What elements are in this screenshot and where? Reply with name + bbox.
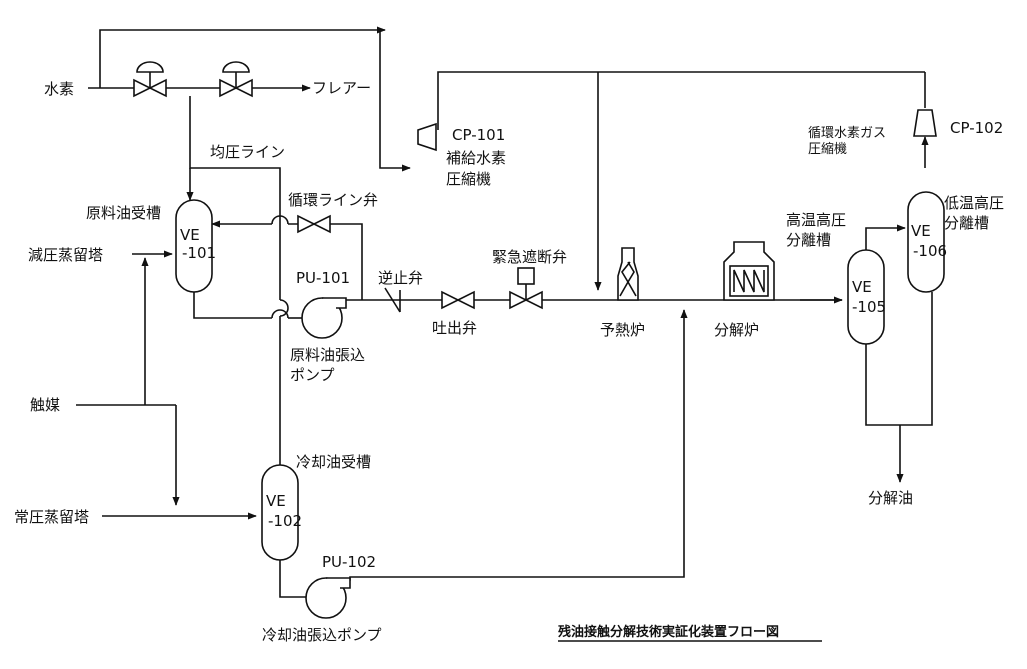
ve101-name-label: 原料油受槽 (86, 204, 161, 222)
recycle-line-right (288, 223, 363, 300)
ve105-name-label-2: 分離槽 (786, 231, 831, 249)
hydrogen-bypass-line (99, 26, 386, 88)
cp101-name-label-2: 圧縮機 (446, 170, 491, 188)
ve102-tag-2: -102 (268, 512, 302, 530)
recycle-valve[interactable] (297, 214, 331, 234)
ve105-overhead-line (865, 224, 906, 250)
diagram-title: 残油接触分解技術実証化装置フロー図 (558, 624, 779, 640)
control-valve-1[interactable] (133, 61, 167, 98)
vessel-ve105 (847, 249, 885, 345)
pu101-tag-label: PU-101 (296, 269, 350, 287)
pu101-name-label-2: ポンプ (290, 366, 335, 384)
pu102-tag-label: PU-102 (322, 553, 376, 571)
ve106-name-label-1: 低温高圧 (944, 194, 1004, 212)
ve102-tag-1: VE (266, 492, 286, 510)
pump-pu102 (305, 577, 351, 619)
ve105-name-label-1: 高温高圧 (786, 211, 846, 229)
vessel-ve106 (907, 191, 945, 293)
cp101-name-label-1: 補給水素 (446, 149, 506, 167)
vacuum-tower-label: 減圧蒸留塔 (28, 246, 103, 264)
cp101-suction-line (379, 30, 411, 172)
control-valve-2[interactable] (219, 61, 253, 98)
check-valve-label: 逆止弁 (378, 269, 423, 287)
ve101-bottom-line (193, 292, 272, 319)
vessel-ve102 (261, 464, 299, 561)
recycle-valve-label: 循環ライン弁 (288, 191, 378, 209)
vessel-ve101 (175, 199, 213, 293)
cracker-label: 分解炉 (714, 321, 759, 339)
ve106-tag-2: -106 (913, 242, 947, 260)
ve106-tag-1: VE (911, 222, 931, 240)
preheater-label: 予熱炉 (600, 321, 645, 339)
line-jump-2 (271, 309, 289, 319)
emergency-valve-label: 緊急遮断弁 (492, 248, 567, 266)
cp102-name-label-1: 循環水素ガス (808, 126, 886, 141)
ve106-name-label-2: 分離槽 (944, 214, 989, 232)
check-valve[interactable] (384, 287, 401, 313)
cracked-oil-label: 分解油 (868, 489, 913, 507)
cracker-furnace (723, 241, 775, 301)
quench-oil-line (330, 309, 688, 581)
ve105-tag-2: -105 (852, 298, 886, 316)
preheater-furnace (617, 247, 639, 301)
cp101-tag-label: CP-101 (452, 126, 505, 144)
ve101-tag-2: -101 (182, 244, 216, 262)
ve102-bottom-line (279, 560, 306, 598)
pu102-name-label: 冷却油張込ポンプ (262, 626, 382, 644)
pressure-equalizing-label: 均圧ライン (210, 143, 285, 161)
bottoms-collector-line (865, 292, 933, 426)
discharge-valve-label: 吐出弁 (432, 319, 477, 337)
pressure-equalizing-line (189, 96, 281, 300)
flare-label: フレアー (312, 79, 371, 97)
makeup-hydrogen-header (437, 71, 925, 130)
compressor-cp101 (417, 122, 437, 152)
ve101-tag-1: VE (180, 226, 200, 244)
hydrogen-label: 水素 (44, 80, 74, 98)
line-jump-1 (279, 299, 289, 317)
ve102-name-label: 冷却油受槽 (296, 453, 371, 471)
line-jump-3 (271, 215, 289, 225)
pump-pu101 (301, 297, 347, 339)
piping (76, 26, 933, 598)
emergency-shutoff-valve[interactable] (509, 267, 543, 310)
discharge-valve[interactable] (441, 290, 475, 310)
catalyst-label: 触媒 (30, 396, 60, 414)
cp102-name-label-2: 圧縮機 (808, 141, 847, 157)
pu101-name-label-1: 原料油張込 (290, 346, 365, 364)
cp102-tag-label: CP-102 (950, 119, 1003, 137)
atm-tower-label: 常圧蒸留塔 (14, 508, 89, 526)
compressor-cp102 (913, 109, 937, 137)
ve105-tag-1: VE (852, 278, 872, 296)
